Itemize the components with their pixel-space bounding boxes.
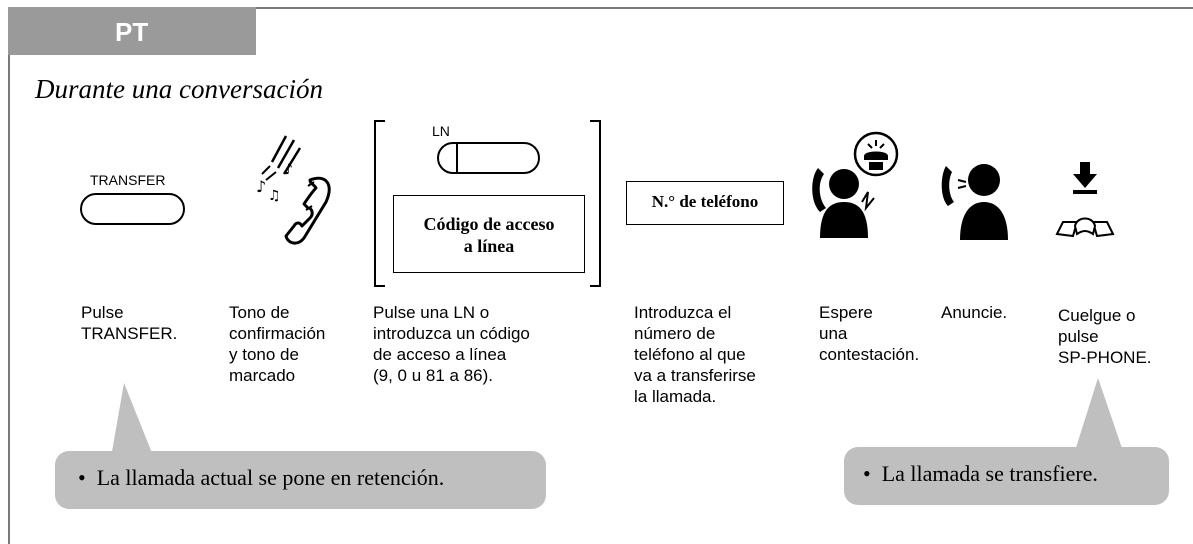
- callout-left-text: • La llamada actual se pone en retención…: [78, 465, 445, 490]
- step-transfer-text: Pulse TRANSFER.: [81, 303, 178, 343]
- transfer-button-label: TRANSFER: [90, 172, 166, 188]
- step-number-text: Introduzca el número de teléfono al que …: [634, 303, 756, 406]
- svg-text:♪: ♪: [256, 177, 266, 196]
- section-heading: Durante una conversación: [35, 74, 323, 104]
- ln-button-icon: [437, 142, 540, 174]
- hang-up-icon: [1055, 162, 1115, 238]
- section-tab: PT: [8, 7, 256, 55]
- person-announcing-icon: [941, 164, 1008, 240]
- access-code-line-1: Código de acceso: [423, 214, 555, 234]
- access-code-box: Código de acceso a línea: [393, 195, 585, 273]
- frame-left-border: [8, 7, 10, 544]
- handset-tone-icon: ♪ ♫ ♪: [256, 135, 331, 245]
- access-code-line-2: a línea: [463, 236, 515, 256]
- step-wait-text: Espere una contestación.: [819, 303, 920, 364]
- ln-button-label: LN: [432, 123, 450, 139]
- step-hangup-text: Cuelgue o pulse SP-PHONE.: [1058, 306, 1152, 367]
- callout-left-pointer: [110, 383, 156, 463]
- option-bracket-right: [590, 120, 601, 287]
- person-waiting-phone-icon: [812, 131, 899, 238]
- svg-text:♫: ♫: [268, 188, 281, 204]
- callout-left: • La llamada actual se pone en retención…: [55, 451, 546, 509]
- step-line-text: Pulse una LN o introduzca un código de a…: [373, 303, 530, 385]
- callout-right-text: • La llamada se transfiere.: [863, 461, 1098, 486]
- step-announce-text: Anuncie.: [941, 303, 1008, 322]
- transfer-button-icon: [80, 193, 185, 225]
- section-tab-label: PT: [115, 17, 149, 47]
- phone-number-box-label: N.° de teléfono: [651, 192, 759, 211]
- frame-top-border: [256, 7, 1193, 9]
- callout-right-pointer: [1074, 378, 1124, 454]
- phone-number-box: N.° de teléfono: [626, 181, 784, 225]
- callout-right: • La llamada se transfiere.: [844, 447, 1169, 505]
- option-bracket-left: [374, 120, 385, 287]
- svg-text:♪: ♪: [284, 162, 293, 178]
- step-tone-text: Tono de confirmación y tono de marcado: [229, 303, 326, 385]
